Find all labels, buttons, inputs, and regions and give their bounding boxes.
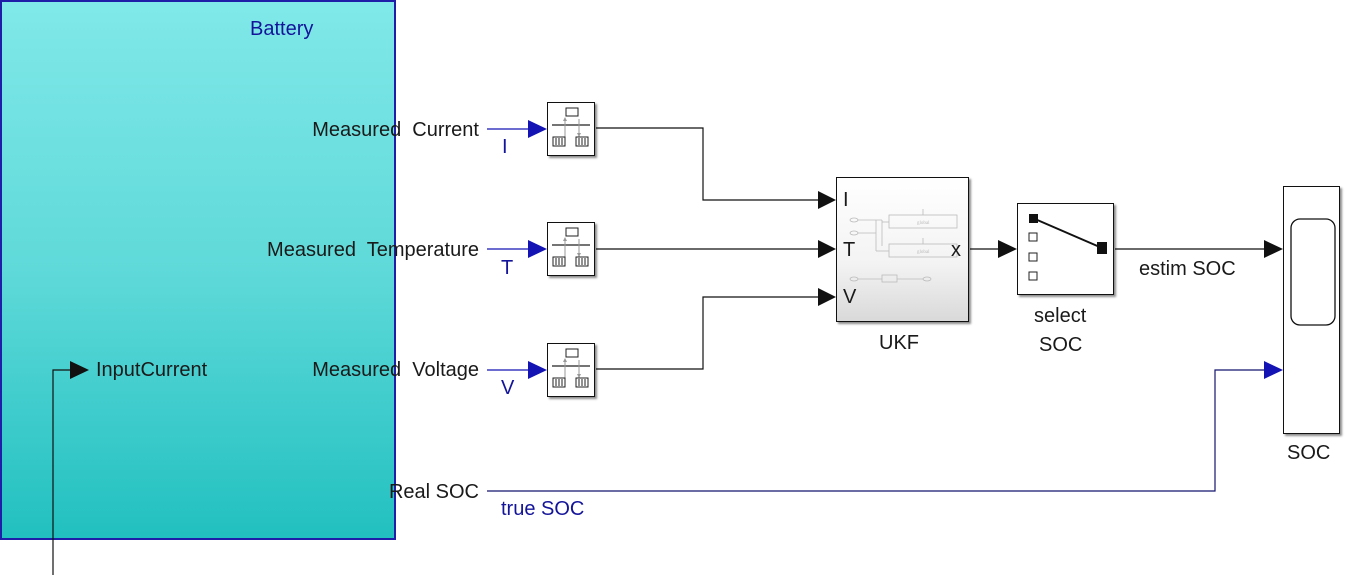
signal-label-temperature: T: [501, 257, 514, 279]
arrow-head: [998, 240, 1017, 258]
ukf-port-v: V: [843, 286, 857, 308]
ukf-port-t: T: [843, 239, 856, 261]
selector-name-line2: SOC: [1039, 334, 1083, 356]
arrow-head: [1264, 240, 1283, 258]
ukf-inner-diagram-icon: global global: [849, 209, 958, 283]
scope-name: SOC: [1287, 442, 1331, 464]
arrow-head: [818, 240, 836, 258]
wire-true-soc[interactable]: [487, 369, 1266, 492]
rate-transition-icon: [552, 227, 590, 267]
selector-block[interactable]: [1017, 203, 1114, 295]
scope-screen-icon: [1290, 218, 1336, 326]
selector-switch-icon: [1028, 214, 1107, 281]
battery-port-input-current: InputCurrent: [96, 359, 208, 381]
signal-label-current: I: [502, 136, 508, 158]
rate-transition-icon: [552, 348, 590, 388]
wire-input-current[interactable]: [52, 369, 72, 575]
battery-port-real-soc: Real SOC: [388, 481, 479, 503]
ukf-inner-label: global: [917, 250, 930, 255]
wire-voltage-to-ukf[interactable]: [596, 296, 820, 370]
selector-name-line1: select: [1034, 305, 1087, 327]
ukf-port-x: x: [951, 239, 961, 261]
arrow-head: [528, 240, 547, 258]
signal-label-true-soc: true SOC: [501, 498, 585, 520]
arrow-head: [818, 288, 836, 306]
ukf-port-i: I: [843, 189, 849, 211]
arrow-head: [70, 361, 89, 379]
ukf-inner-label: global: [917, 221, 930, 226]
battery-title: Battery: [250, 18, 314, 40]
signal-label-estim-soc: estim SOC: [1139, 258, 1236, 280]
rate-transition-block-temperature[interactable]: [547, 222, 595, 276]
battery-port-measured-current: Measured Current: [312, 119, 479, 141]
wire-current-to-ukf[interactable]: [596, 127, 820, 201]
rate-transition-block-voltage[interactable]: [547, 343, 595, 397]
arrow-head: [1264, 361, 1283, 379]
arrow-head: [528, 361, 547, 379]
arrow-head: [818, 191, 836, 209]
battery-subsystem-block[interactable]: [0, 0, 396, 540]
ukf-block-name: UKF: [879, 332, 919, 354]
ukf-block[interactable]: global global: [836, 177, 969, 322]
signal-label-voltage: V: [501, 377, 515, 399]
rate-transition-block-current[interactable]: [547, 102, 595, 156]
scope-block[interactable]: [1283, 186, 1340, 434]
battery-port-measured-temperature: Measured Temperature: [267, 239, 479, 261]
rate-transition-icon: [552, 107, 590, 147]
arrow-head: [528, 120, 547, 138]
battery-port-measured-voltage: Measured Voltage: [312, 359, 479, 381]
